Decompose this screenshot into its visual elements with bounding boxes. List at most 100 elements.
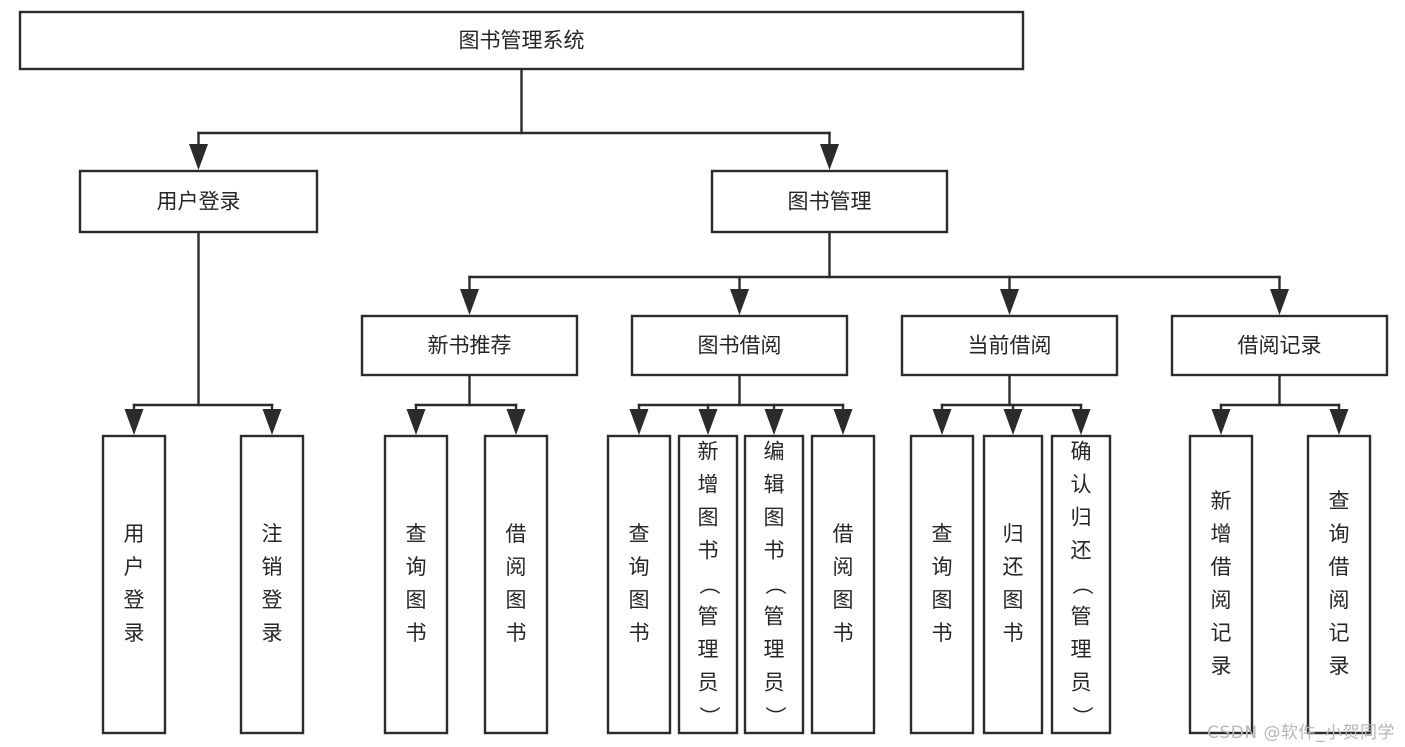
node-label-char: 查 (406, 522, 427, 546)
tree-node[interactable]: 图书管理系统 (18, 10, 1025, 71)
arrow-head-icon (932, 409, 952, 435)
node-box[interactable] (18, 10, 1025, 71)
node-label-char: 查 (1329, 489, 1350, 513)
node-label-char: 编 (764, 440, 785, 464)
node-label-char: 询 (406, 555, 427, 579)
node-box[interactable] (1050, 434, 1112, 735)
node-label-char: 管 (764, 605, 785, 629)
node-label-char: 管 (698, 605, 719, 629)
edge-group-root (189, 67, 839, 170)
arrow-head-icon (1329, 409, 1349, 435)
node-label-char: 归 (1003, 522, 1024, 546)
arrow-head-icon (1270, 289, 1289, 315)
arrow-head-icon (1211, 409, 1231, 435)
node-label-char: 查 (932, 522, 953, 546)
node-label: 图书管理 (788, 190, 872, 214)
node-label-char: 图 (932, 588, 953, 612)
node-label: 当前借阅 (968, 334, 1052, 358)
arrow-head-icon (629, 409, 649, 435)
arrow-head-icon (764, 409, 784, 435)
node-label-char: 图 (698, 506, 719, 530)
tree-node[interactable]: 借阅记录 (1170, 314, 1389, 377)
node-box[interactable] (383, 434, 449, 735)
node-box[interactable] (810, 434, 876, 735)
node-box[interactable] (606, 434, 672, 735)
node-label-char: 书 (629, 621, 650, 645)
node-label-char: 辑 (764, 473, 785, 497)
node-label-char: 询 (932, 555, 953, 579)
node-label-char: 还 (1071, 539, 1092, 563)
node-label-char: 阅 (1211, 588, 1232, 612)
tree-node[interactable]: 图书借阅 (630, 314, 849, 377)
arrow-head-icon (460, 289, 479, 315)
tree-node[interactable]: 用户登录 (78, 169, 319, 234)
node-label-char: 借 (1211, 555, 1232, 579)
arrow-head-icon (1000, 289, 1019, 315)
node-box[interactable] (909, 434, 975, 735)
node-label-char: 确 (1071, 440, 1092, 464)
node-box[interactable] (710, 169, 949, 234)
arrow-head-icon (833, 409, 853, 435)
node-label-char: （ (763, 574, 787, 595)
arrow-head-icon (506, 409, 526, 435)
leaf-node[interactable]: 用户登录 (101, 434, 167, 735)
node-label-char: 员 (764, 671, 785, 695)
node-label-char: 图 (629, 588, 650, 612)
node-box[interactable] (743, 434, 805, 735)
node-label: 新书推荐 (428, 334, 512, 358)
node-box[interactable] (483, 434, 549, 735)
node-label-char: （ (1070, 574, 1094, 595)
node-box[interactable] (1188, 434, 1254, 735)
node-label: 用户登录 (157, 190, 241, 214)
node-label-char: 图 (406, 588, 427, 612)
edge-group-l2-0 (124, 230, 282, 435)
node-box[interactable] (630, 314, 849, 377)
node-box[interactable] (78, 169, 319, 234)
arrow-head-icon (698, 409, 718, 435)
node-label-char: 新 (1211, 489, 1232, 513)
node-label-char: 理 (698, 638, 719, 662)
node-label-char: 员 (1071, 671, 1092, 695)
node-label-char: 书 (406, 621, 427, 645)
node-label-char: ） (1070, 706, 1094, 727)
node-box[interactable] (101, 434, 167, 735)
node-box[interactable] (1306, 434, 1372, 735)
tree-node[interactable]: 新书推荐 (360, 314, 579, 377)
node-label-char: 新 (698, 440, 719, 464)
node-label-char: 书 (1003, 621, 1024, 645)
node-label-char: 注 (262, 522, 283, 546)
node-label-char: 员 (698, 671, 719, 695)
node-box[interactable] (239, 434, 305, 735)
node-label-char: 查 (629, 522, 650, 546)
edges-layer (124, 67, 1349, 435)
arrow-head-icon (1003, 409, 1023, 435)
arrow-head-icon (124, 409, 144, 435)
node-label-char: 询 (1329, 522, 1350, 546)
node-label-char: 归 (1071, 506, 1092, 530)
tree-node[interactable]: 当前借阅 (900, 314, 1119, 377)
node-label-char: 书 (833, 621, 854, 645)
node-box[interactable] (982, 434, 1044, 735)
node-box[interactable] (677, 434, 739, 735)
node-label-char: 询 (629, 555, 650, 579)
node-box[interactable] (900, 314, 1119, 377)
edge-group-l3-0 (406, 373, 526, 435)
node-label-char: 用 (124, 522, 145, 546)
node-box[interactable] (1170, 314, 1389, 377)
tree-node[interactable]: 图书管理 (710, 169, 949, 234)
node-label-char: 还 (1003, 555, 1024, 579)
node-box[interactable] (360, 314, 579, 377)
node-label-char: 图 (1003, 588, 1024, 612)
